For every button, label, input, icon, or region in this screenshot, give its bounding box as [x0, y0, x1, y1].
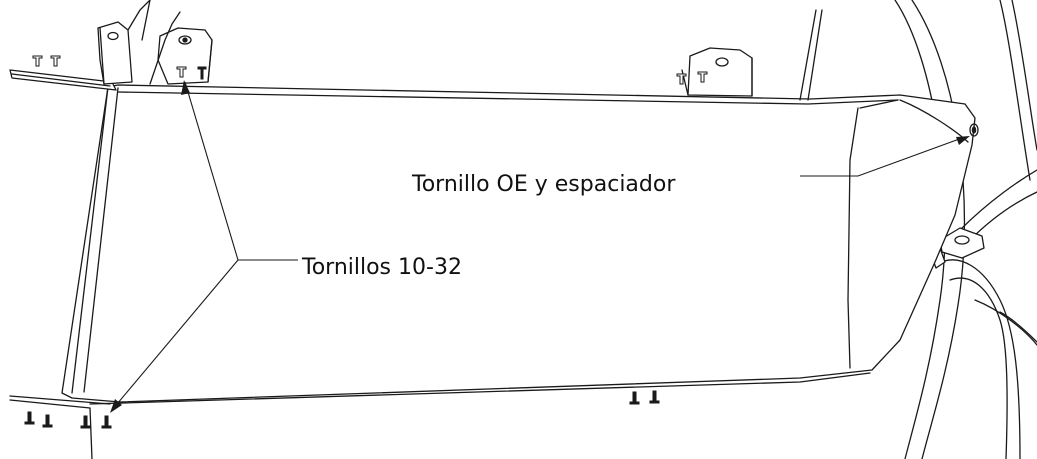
bottom-flange	[10, 396, 110, 459]
arrowhead-screws-top	[181, 80, 190, 95]
top-flange	[10, 70, 116, 90]
screw-top-2	[51, 56, 60, 66]
screw-top-4	[198, 67, 206, 79]
arrowhead-screws-bottom	[110, 399, 122, 413]
screw-bottom-4	[102, 416, 111, 428]
arrowhead-spacer	[956, 136, 970, 145]
mount-bracket-center	[150, 12, 212, 84]
tube-clamp	[930, 228, 984, 268]
screw-bottom-2	[43, 415, 52, 427]
screw-top-5	[677, 74, 686, 84]
screw-bottom-1	[25, 412, 34, 424]
handle-tube	[935, 170, 1037, 459]
mount-bracket-right	[682, 48, 752, 96]
shroud-cover	[62, 85, 975, 404]
callout-screws-10-32: Tornillos 10-32	[302, 255, 462, 280]
leader-screws	[112, 82, 298, 410]
leader-spacer	[800, 138, 962, 176]
mount-bracket-left	[98, 0, 150, 84]
screw-bottom-6	[650, 391, 659, 403]
spacer-hole	[970, 124, 978, 136]
callout-spacer-screw: Tornillo OE y espaciador	[412, 172, 676, 197]
screw-top-3	[177, 67, 186, 77]
screw-bottom-3	[81, 416, 90, 428]
screw-bottom-5	[630, 392, 639, 404]
screw-top-1	[33, 56, 42, 66]
frame-arch	[895, 0, 1037, 459]
frame-uprights	[142, 0, 822, 100]
screw-top-6	[698, 72, 707, 82]
